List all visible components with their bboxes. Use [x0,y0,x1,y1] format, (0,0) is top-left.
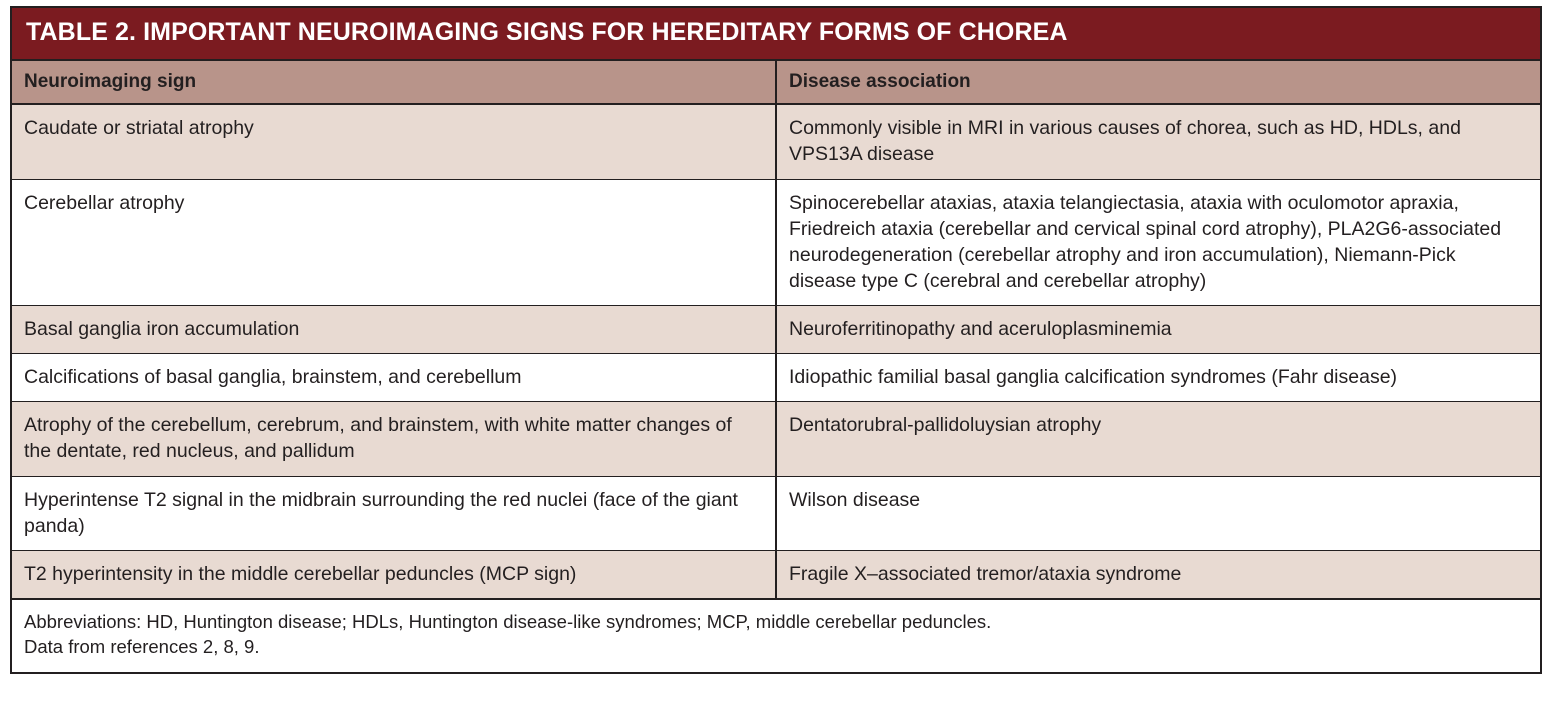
column-header-neuroimaging-sign: Neuroimaging sign [10,58,777,106]
cell-disease-association: Wilson disease [775,475,1542,551]
table-title: TABLE 2. IMPORTANT NEUROIMAGING SIGNS FO… [10,6,1542,61]
cell-disease-association: Idiopathic familial basal ganglia calcif… [775,353,1542,403]
table-title-row: TABLE 2. IMPORTANT NEUROIMAGING SIGNS FO… [10,6,1542,61]
table-row: Basal ganglia iron accumulation Neurofer… [10,305,1542,355]
table-column-header-row: Neuroimaging sign Disease association [10,58,1542,106]
footnote-source: Data from references 2, 8, 9. [24,635,260,657]
cell-neuroimaging-sign: Atrophy of the cerebellum, cerebrum, and… [10,401,777,477]
cell-disease-association: Dentatorubral-pallidoluysian atrophy [775,401,1542,477]
table-row: T2 hyperintensity in the middle cerebell… [10,549,1542,600]
table-row: Cerebellar atrophy Spinocerebellar ataxi… [10,178,1542,307]
table-row: Caudate or striatal atrophy Commonly vis… [10,103,1542,180]
cell-disease-association: Neuroferritinopathy and aceruloplasminem… [775,305,1542,355]
column-header-disease-association: Disease association [775,58,1542,106]
footnote-abbreviations: Abbreviations: HD, Huntington disease; H… [24,610,992,632]
cell-disease-association: Spinocerebellar ataxias, ataxia telangie… [775,178,1542,307]
table-row: Calcifications of basal ganglia, brainst… [10,353,1542,403]
cell-neuroimaging-sign: Cerebellar atrophy [10,178,777,307]
cell-disease-association: Commonly visible in MRI in various cause… [775,103,1542,180]
table-row: Atrophy of the cerebellum, cerebrum, and… [10,401,1542,477]
table-row: Hyperintense T2 signal in the midbrain s… [10,475,1542,551]
cell-neuroimaging-sign: Basal ganglia iron accumulation [10,305,777,355]
cell-neuroimaging-sign: T2 hyperintensity in the middle cerebell… [10,549,777,600]
table-footnote: Abbreviations: HD, Huntington disease; H… [10,597,1542,674]
cell-disease-association: Fragile X–associated tremor/ataxia syndr… [775,549,1542,600]
table-footnote-row: Abbreviations: HD, Huntington disease; H… [10,597,1542,674]
cell-neuroimaging-sign: Hyperintense T2 signal in the midbrain s… [10,475,777,551]
neuroimaging-signs-table: TABLE 2. IMPORTANT NEUROIMAGING SIGNS FO… [10,6,1542,674]
cell-neuroimaging-sign: Caudate or striatal atrophy [10,103,777,180]
cell-neuroimaging-sign: Calcifications of basal ganglia, brainst… [10,353,777,403]
